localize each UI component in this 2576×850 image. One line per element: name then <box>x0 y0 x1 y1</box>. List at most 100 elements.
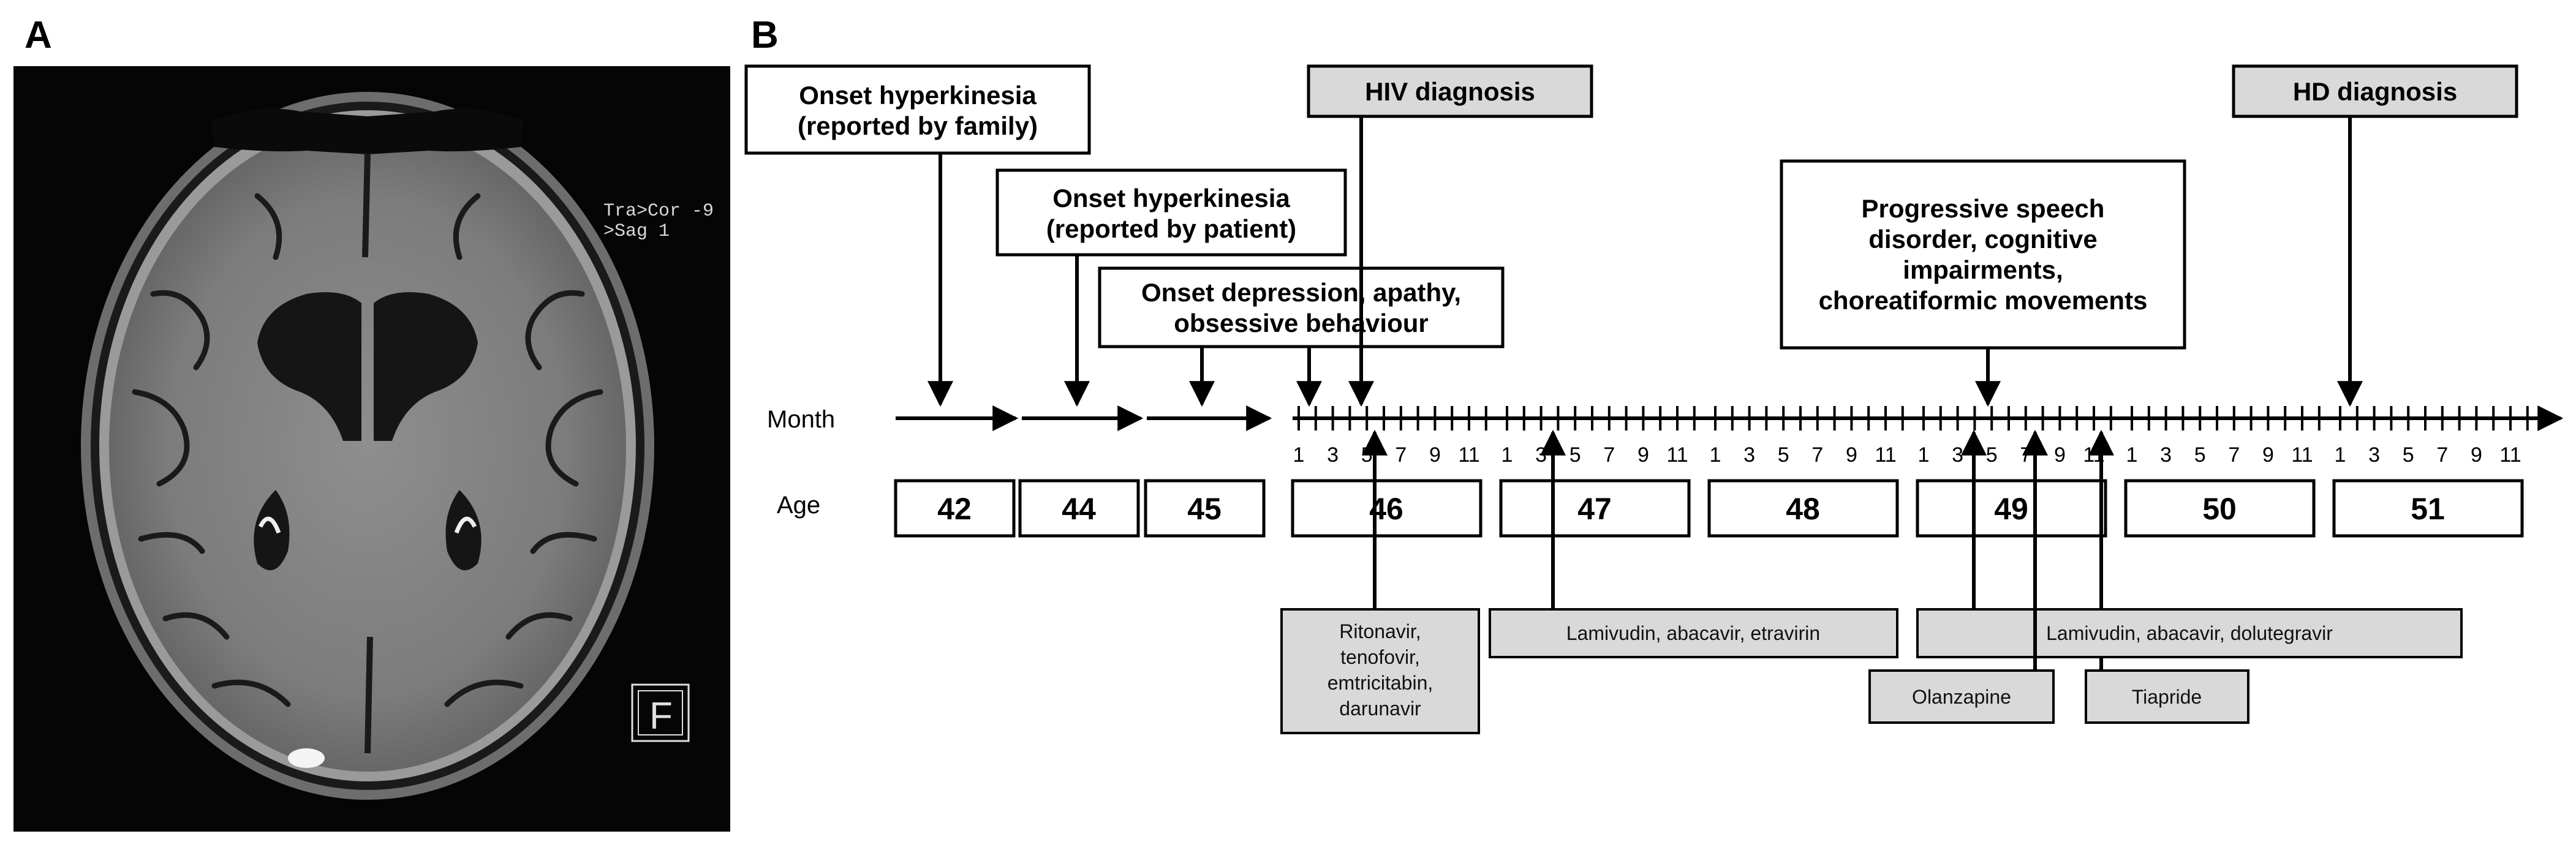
month-tick-label: 5 <box>1569 443 1581 467</box>
month-tick-label: 5 <box>1778 443 1789 467</box>
month-tick-label: 3 <box>1952 443 1963 467</box>
treatment-ritonavir-line1: Ritonavir, <box>1339 620 1421 642</box>
month-tick-label: 1 <box>2335 443 2346 467</box>
mri-ventricle-left <box>257 292 361 441</box>
treatment-olanzapine: Olanzapine <box>1868 429 2055 724</box>
treatment-etravirin-box <box>1489 608 1898 658</box>
treatment-etravirin-label: Lamivudin, abacavir, etravirin <box>1566 622 1820 644</box>
mri-scan: Tra>Cor -9 >Sag 1 F <box>13 66 730 832</box>
month-tick-label: 7 <box>2436 443 2448 467</box>
event-hd-diagnosis-box <box>2232 64 2518 118</box>
month-tick-label: 7 <box>1603 443 1615 467</box>
event-onset-family: Onset hyperkinesia (reported by family) <box>744 64 1091 407</box>
treatment-ritonavir-line3: emtricitabin, <box>1328 672 1433 694</box>
age-box-51 <box>2332 479 2524 538</box>
month-tick-label: 1 <box>2126 443 2138 467</box>
mri-orientation-marker <box>631 683 690 742</box>
event-onset-depression-box <box>1098 266 1505 348</box>
treatment-ritonavir-box <box>1280 608 1480 734</box>
event-progressive: Progressive speech disorder, cognitive i… <box>1780 159 2186 407</box>
mri-sulci <box>132 193 603 707</box>
treatment-dolutegravir: Lamivudin, abacavir, dolutegravir <box>1916 429 2463 671</box>
month-tick-label: 11 <box>1666 443 1688 467</box>
month-tick-label: 3 <box>2368 443 2380 467</box>
event-progressive-line3: impairments, <box>1903 255 2063 284</box>
age-label-51: 51 <box>2411 492 2445 526</box>
event-onset-patient-box <box>995 168 1347 257</box>
event-hd-diagnosis-label: HD diagnosis <box>2293 77 2457 106</box>
age-box-46 <box>1291 479 1483 538</box>
treatment-dolutegravir-label: Lamivudin, abacavir, dolutegravir <box>2046 622 2333 644</box>
treatment-olanzapine-box <box>1868 669 2055 724</box>
month-tick-label: 5 <box>1361 443 1373 467</box>
age-axis-label: Age <box>777 492 820 519</box>
month-tick-label: 11 <box>2291 443 2313 467</box>
treatment-dolutegravir-box <box>1916 608 2463 658</box>
age-box-50 <box>2124 479 2316 538</box>
month-tick-label: 5 <box>2403 443 2414 467</box>
month-tick-label: 1 <box>1501 443 1513 467</box>
month-tick-label: 5 <box>2194 443 2206 467</box>
event-progressive-line1: Progressive speech <box>1862 194 2105 223</box>
month-tick-label: 7 <box>1811 443 1823 467</box>
mri-plexus-right <box>454 516 477 534</box>
month-tick-label: 9 <box>2471 443 2482 467</box>
age-box-45 <box>1144 479 1266 538</box>
month-tick-label: 9 <box>2054 443 2066 467</box>
month-tick-label: 11 <box>2499 443 2521 467</box>
treatment-tiapride-label: Tiapride <box>2132 686 2202 708</box>
month-tick-label: 3 <box>1743 443 1755 467</box>
age-box-42 <box>894 479 1016 538</box>
event-onset-depression-line1: Onset depression, apathy, <box>1141 278 1461 307</box>
event-progressive-line4: choreatiformic movements <box>1819 286 2148 315</box>
event-onset-family-line2: (reported by family) <box>798 111 1038 140</box>
mri-occipital-horn-left <box>254 490 290 571</box>
month-tick-label: 11 <box>1458 443 1479 467</box>
month-tick-label: 7 <box>2020 443 2031 467</box>
mri-overlay-line2: >Sag 1 <box>603 221 670 242</box>
mri-orientation-letter: F <box>649 695 673 737</box>
month-tick-label: 3 <box>1535 443 1547 467</box>
event-hiv-diagnosis-label: HIV diagnosis <box>1365 77 1535 106</box>
age-box-48 <box>1707 479 1899 538</box>
age-label-44: 44 <box>1062 492 1096 526</box>
age-label-47: 47 <box>1577 492 1612 526</box>
mri-ventricle-right <box>374 292 478 441</box>
event-onset-patient: Onset hyperkinesia (reported by patient) <box>995 168 1347 407</box>
month-tick-label: 9 <box>1637 443 1649 467</box>
mri-fissure <box>362 152 373 754</box>
mri-bright-spot <box>288 748 325 768</box>
treatment-olanzapine-label: Olanzapine <box>1912 686 2011 708</box>
age-box-49 <box>1916 479 2107 538</box>
month-tick-label: 1 <box>1710 443 1721 467</box>
panel-a-label: A <box>25 14 52 56</box>
age-label-45: 45 <box>1187 492 1222 526</box>
month-tick-label: 5 <box>1986 443 1998 467</box>
age-label-42: 42 <box>937 492 972 526</box>
month-tick-label: 1 <box>1293 443 1305 467</box>
treatment-ritonavir-line2: tenofovir, <box>1340 646 1420 668</box>
mri-frontal-sinus <box>211 108 524 154</box>
treatment-tiapride: Tiapride <box>2085 669 2249 724</box>
age-label-48: 48 <box>1786 492 1820 526</box>
month-tick-label: 11 <box>1875 443 1896 467</box>
month-tick-label: 7 <box>1395 443 1407 467</box>
event-onset-depression: Onset depression, apathy, obsessive beha… <box>1098 266 1505 407</box>
month-tick-label: 1 <box>1918 443 1930 467</box>
mri-occipital-horn-right <box>445 490 482 571</box>
event-onset-family-box <box>744 64 1091 155</box>
pre-age-boxes: 42 44 45 <box>894 479 1266 538</box>
event-progressive-line2: disorder, cognitive <box>1868 225 2097 254</box>
month-tick-label: 9 <box>1846 443 1857 467</box>
age-boxes: 46 47 48 49 50 51 <box>1291 479 2524 538</box>
month-tick-label: 9 <box>1429 443 1441 467</box>
event-onset-patient-line1: Onset hyperkinesia <box>1052 184 1290 212</box>
age-box-44 <box>1018 479 1140 538</box>
mri-overlay-line1: Tra>Cor -9 <box>603 201 714 222</box>
event-hiv-diagnosis-box <box>1307 64 1593 118</box>
event-progressive-box <box>1780 159 2186 350</box>
event-hd-diagnosis: HD diagnosis <box>2232 64 2518 407</box>
month-tick-label: 3 <box>2160 443 2172 467</box>
